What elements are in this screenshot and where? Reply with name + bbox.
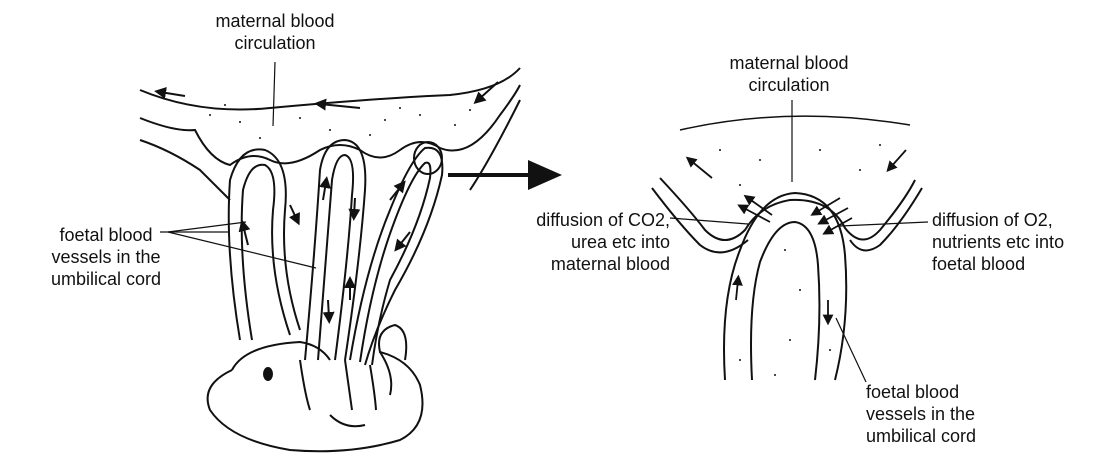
co2-pointer [670,218,748,224]
villus-inner [751,222,819,380]
flow-arrow [323,182,326,200]
stipple [719,144,881,376]
maternal-circulation-label-left: maternal blood circulation [180,10,370,54]
flow-arrow [320,104,360,108]
maternal-circulation-label-right: maternal blood circulation [694,52,884,96]
zoom-arrowhead [528,160,562,190]
flow-arrow [354,198,355,215]
villus-outer [724,193,846,380]
flow-arrow [290,205,297,220]
maternal-space-top [680,116,910,130]
uterine-wall-inner [140,85,520,165]
foetus-eye [264,368,272,380]
flow-arrow [690,160,712,178]
flow-arrow [328,300,329,318]
o2-diffusion-label: diffusion of O2, nutrients etc into foet… [932,209,1107,275]
left-placenta [140,62,520,451]
umbilical-cord-left [300,360,376,410]
foetal-vessels-label-right: foetal blood vessels in the umbilical co… [866,381,1036,447]
foetus [208,325,423,451]
maternal-pointer-left [273,62,275,126]
flow-arrow [478,82,498,100]
villus-loop-1 [229,149,300,340]
villus-loop-3 [350,142,442,365]
uterine-wall-outer [140,68,520,110]
foetal-vessels-label-left: foetal blood vessels in the umbilical co… [26,224,186,290]
flow-arrow [243,225,248,245]
right-placenta [652,100,928,382]
placenta-lower-edge [140,140,230,200]
co2-diffusion-label: diffusion of CO2, urea etc into maternal… [470,209,670,275]
flow-arrow [160,92,185,96]
flow-arrow [890,150,906,168]
diffusion-arrow-o2 [822,208,848,222]
flow-arrow [736,280,738,300]
